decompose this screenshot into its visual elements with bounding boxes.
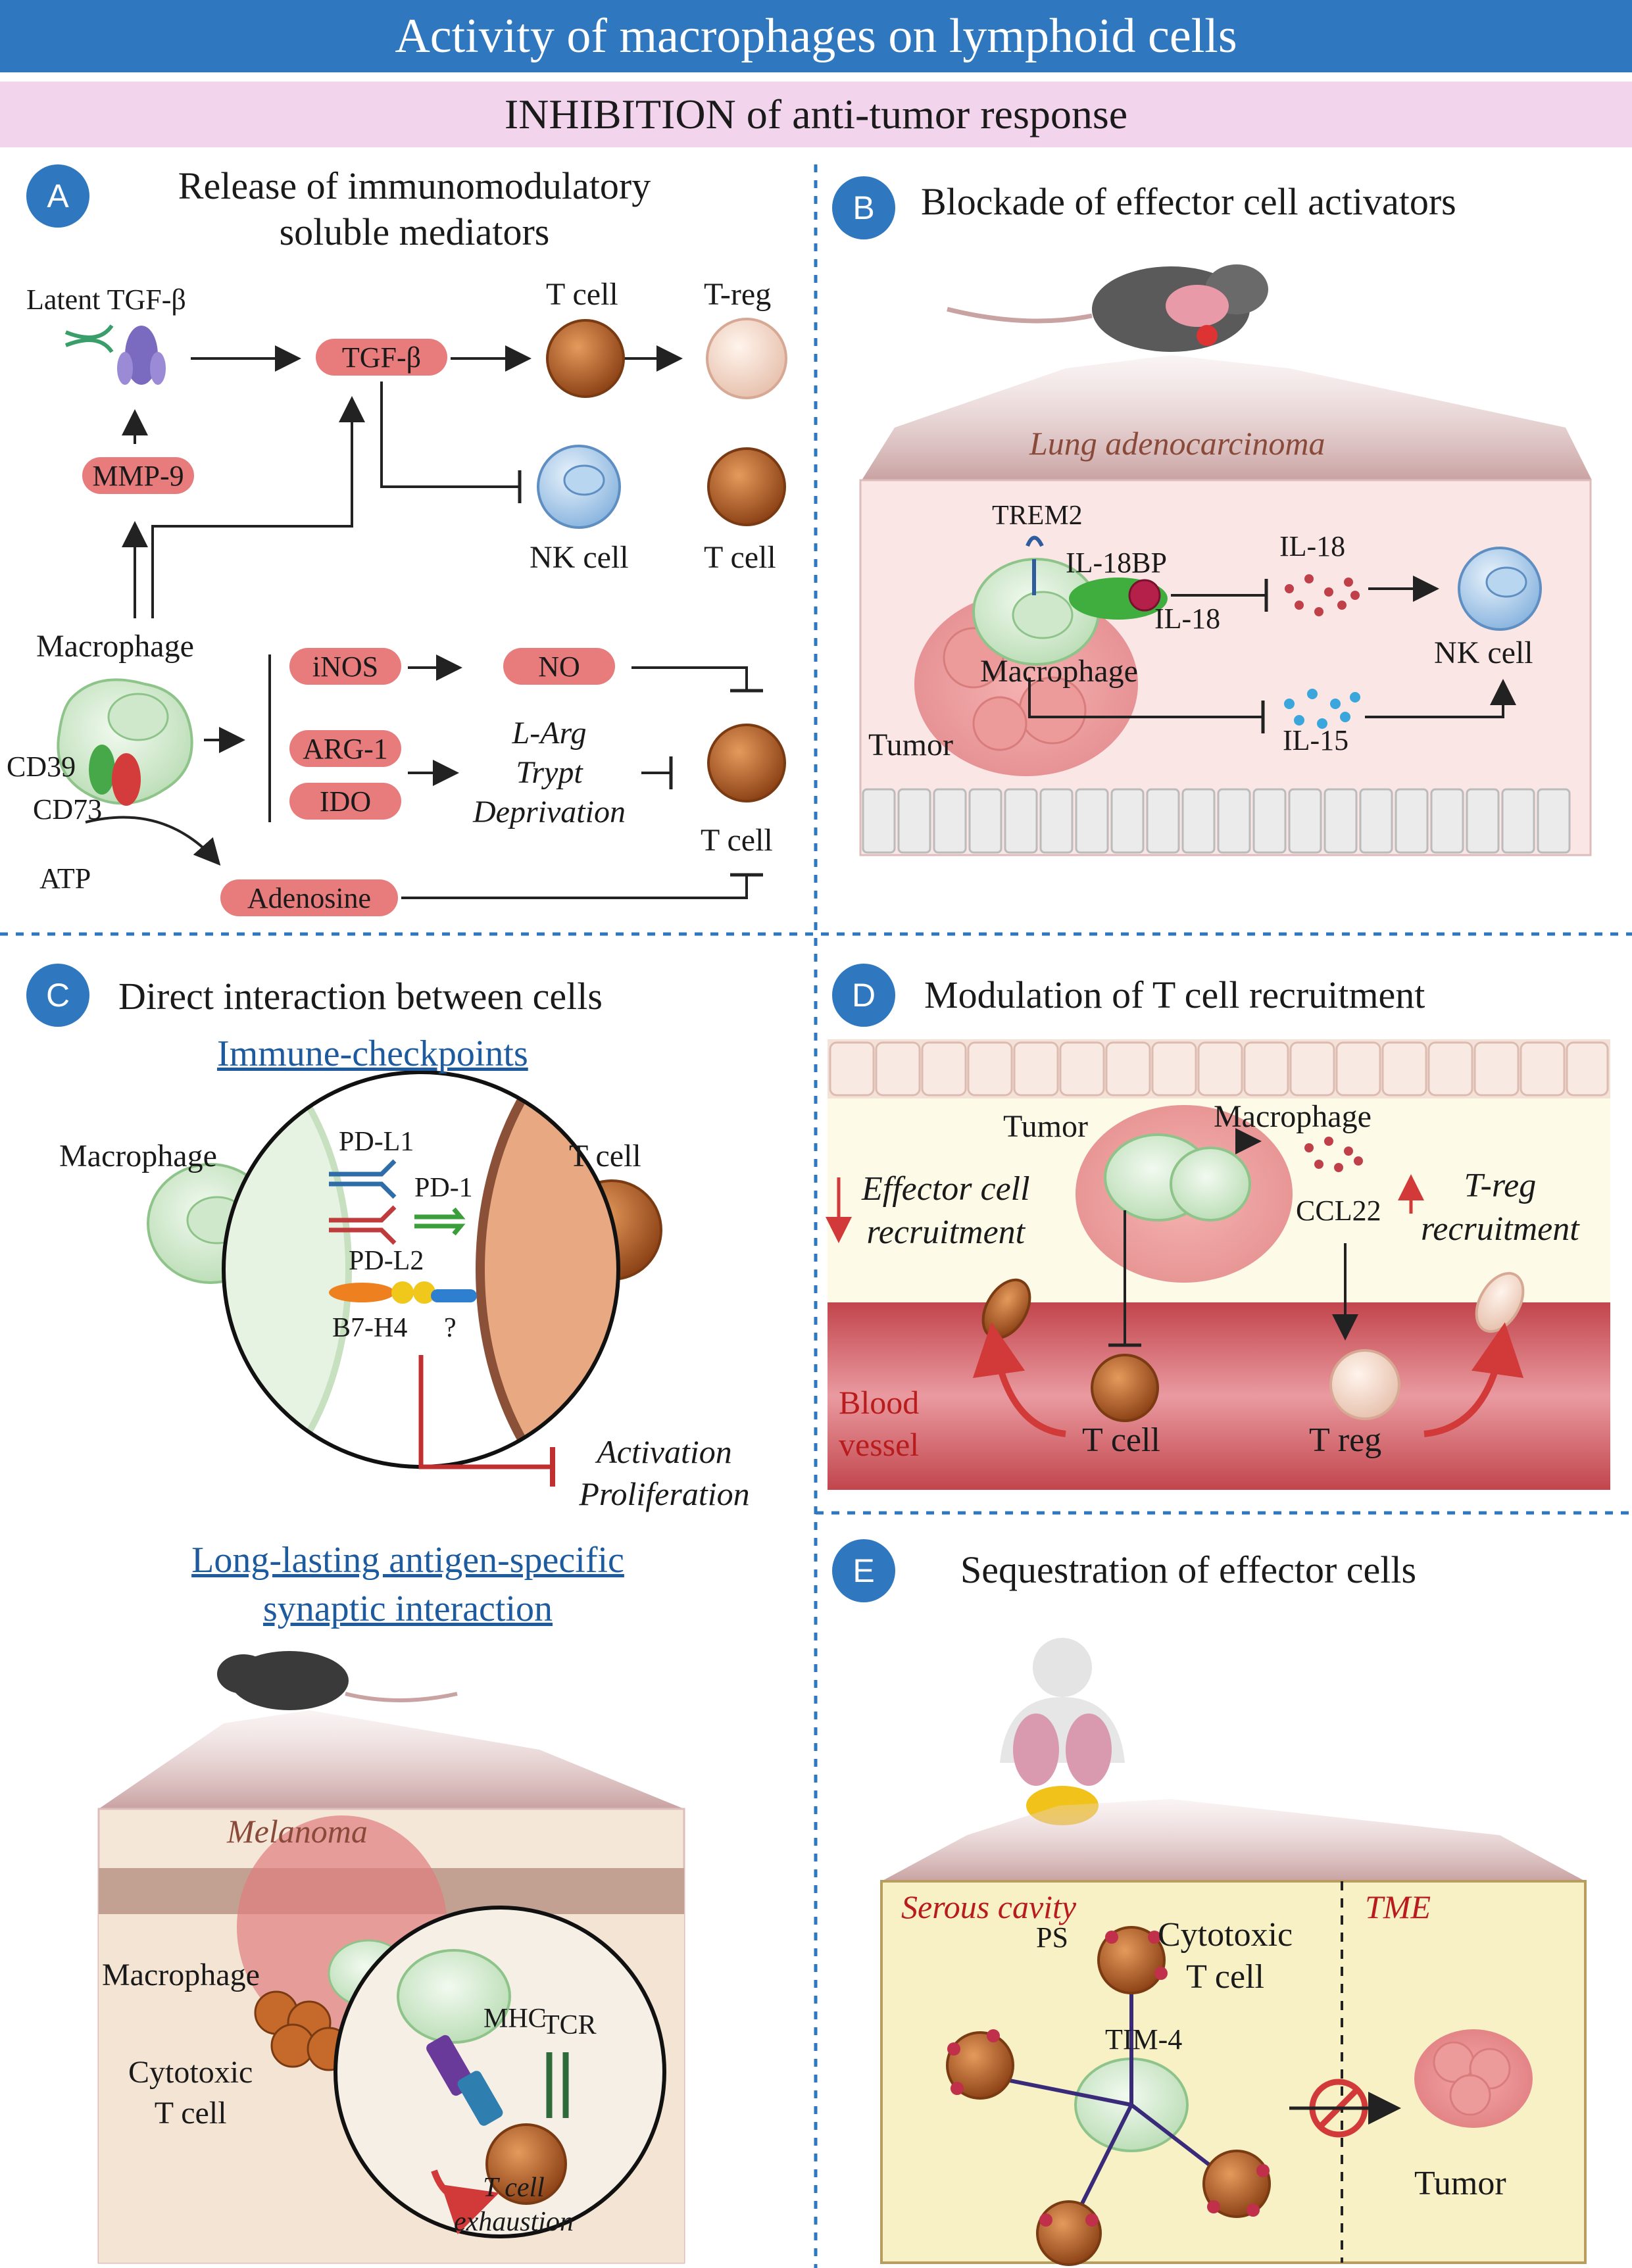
treg-label-d: T reg: [1309, 1421, 1382, 1459]
deprivation-line2: Trypt: [516, 755, 583, 790]
lung-adenocarcinoma-label: Lung adenocarcinoma: [1029, 425, 1325, 462]
macrophage-label-c2: Macrophage: [102, 1958, 260, 1992]
macrophage-label-c: Macrophage: [59, 1139, 217, 1173]
panel-a-graphics: [57, 318, 787, 899]
nk-cell-label: NK cell: [530, 540, 629, 575]
effector-line2: recruitment: [866, 1214, 1026, 1251]
ps-label: PS: [1036, 1921, 1068, 1954]
adenosine-pill: Adenosine: [220, 879, 398, 916]
il15-label: IL-15: [1283, 724, 1349, 756]
treg-label: T-reg: [704, 277, 772, 312]
exhaustion-line2: exhaustion: [454, 2207, 574, 2237]
blood-line2: vessel: [839, 1426, 920, 1463]
cytotoxic-t-cell-label-c: Cytotoxic T cell: [128, 2052, 253, 2134]
treg-recruitment-label: T-reg recruitment: [1421, 1164, 1579, 1251]
t-cell-label-d: T cell: [1082, 1421, 1160, 1459]
no-pill: NO: [503, 648, 615, 685]
mmp9-pill: MMP-9: [82, 457, 194, 494]
tim4-label: TIM-4: [1105, 2023, 1183, 2056]
il18-free-label: IL-18: [1279, 530, 1346, 562]
macrophage-label-b: Macrophage: [980, 654, 1138, 689]
panel-d-badge: D: [832, 964, 895, 1027]
il18-bound-label: IL-18: [1154, 603, 1221, 635]
treg-line1: T-reg: [1464, 1167, 1537, 1204]
panel-b-graphics: [859, 264, 1592, 856]
t-cell-label-c: T cell: [569, 1139, 641, 1173]
panel-d-graphics: [826, 1039, 1610, 1490]
inos-pill: iNOS: [289, 648, 401, 685]
macrophage-label-a: Macrophage: [36, 629, 194, 664]
arg1-pill: ARG-1: [289, 730, 401, 767]
cd39-label: CD39: [7, 751, 76, 783]
synaptic-line1: Long-lasting antigen-specific: [191, 1540, 624, 1581]
panel-c-badge: C: [26, 964, 89, 1027]
deprivation-label: L-Arg Trypt Deprivation: [454, 714, 645, 832]
unknown-receptor-label: ?: [444, 1313, 457, 1343]
t-cell-label-1: T cell: [546, 277, 618, 312]
blood-vessel-label: Blood vessel: [839, 1381, 919, 1466]
atp-label: ATP: [39, 862, 91, 895]
proliferation-label: Proliferation: [579, 1475, 750, 1512]
deprivation-line3: Deprivation: [473, 795, 626, 829]
exhaustion-line1: T cell: [483, 2173, 545, 2203]
mhc-label: MHC: [483, 2004, 547, 2034]
panel-d-title: Modulation of T cell recruitment: [924, 974, 1425, 1016]
panel-b-badge: B: [832, 176, 895, 239]
figure-subtitle: INHIBITION of anti-tumor response: [0, 82, 1632, 147]
tumor-label-e: Tumor: [1414, 2165, 1506, 2202]
tumor-label-b: Tumor: [868, 727, 953, 762]
b7h4-label: B7-H4: [332, 1313, 408, 1343]
panel-e-badge: E: [832, 1539, 895, 1602]
panel-a-title: Release of immunomodulatory soluble medi…: [118, 163, 710, 255]
cytotoxic-line2-c: T cell: [154, 2096, 227, 2131]
cytotoxic-line2-e: T cell: [1186, 1958, 1264, 1996]
cytotoxic-line1-e: Cytotoxic: [1158, 1916, 1293, 1954]
pdl2-label: PD-L2: [349, 1246, 424, 1276]
pd1-label: PD-1: [414, 1173, 473, 1203]
tme-label: TME: [1365, 1888, 1431, 1925]
cytotoxic-t-cell-label-e: Cytotoxic T cell: [1158, 1914, 1293, 1998]
synaptic-line2: synaptic interaction: [262, 1589, 553, 1629]
serous-cavity-label: Serous cavity: [901, 1888, 1077, 1925]
trem2-label: TREM2: [992, 501, 1083, 531]
macrophage-label-d: Macrophage: [1214, 1099, 1372, 1134]
t-cell-label-2: T cell: [704, 540, 776, 575]
activation-label: Activation: [597, 1433, 732, 1470]
cd73-label: CD73: [33, 793, 103, 826]
panel-e-graphics: [880, 1638, 1587, 2266]
inhibited-functions-label: Activation Proliferation: [566, 1431, 763, 1515]
cytotoxic-line1-c: Cytotoxic: [128, 2055, 253, 2090]
t-cell-exhaustion-label: T cell exhaustion: [454, 2171, 574, 2239]
ccl22-label: CCL22: [1296, 1195, 1381, 1227]
figure-title: Activity of macrophages on lymphoid cell…: [0, 0, 1632, 72]
panel-c-title: Direct interaction between cells: [118, 975, 603, 1018]
panel-a-badge: A: [26, 164, 89, 228]
nk-cell-label-b: NK cell: [1434, 635, 1533, 670]
synaptic-heading: Long-lasting antigen-specific synaptic i…: [92, 1536, 724, 1633]
panel-b-title: Blockade of effector cell activators: [921, 180, 1456, 223]
tumor-label-d: Tumor: [1003, 1109, 1088, 1144]
effector-line1: Effector cell: [862, 1170, 1030, 1208]
tgf-beta-pill: TGF-β: [316, 339, 447, 376]
ido-pill: IDO: [289, 783, 401, 820]
t-cell-label-3: T cell: [701, 823, 773, 858]
panel-e-title: Sequestration of effector cells: [960, 1548, 1417, 1591]
immune-checkpoints-heading: Immune-checkpoints: [217, 1033, 528, 1074]
panel-a-title-line2: soluble mediators: [279, 210, 550, 253]
pdl1-label: PD-L1: [339, 1127, 414, 1157]
panel-a-title-line1: Release of immunomodulatory: [178, 164, 651, 207]
treg-line2: recruitment: [1421, 1210, 1579, 1248]
latent-tgf-label: Latent TGF-β: [26, 284, 186, 316]
il18bp-label: IL-18BP: [1066, 547, 1167, 579]
effector-recruitment-label: Effector cell recruitment: [862, 1168, 1030, 1254]
deprivation-line1: L-Arg: [512, 716, 587, 751]
melanoma-label: Melanoma: [227, 1813, 368, 1850]
tcr-label: TCR: [543, 2010, 597, 2040]
blood-line1: Blood: [839, 1384, 920, 1421]
